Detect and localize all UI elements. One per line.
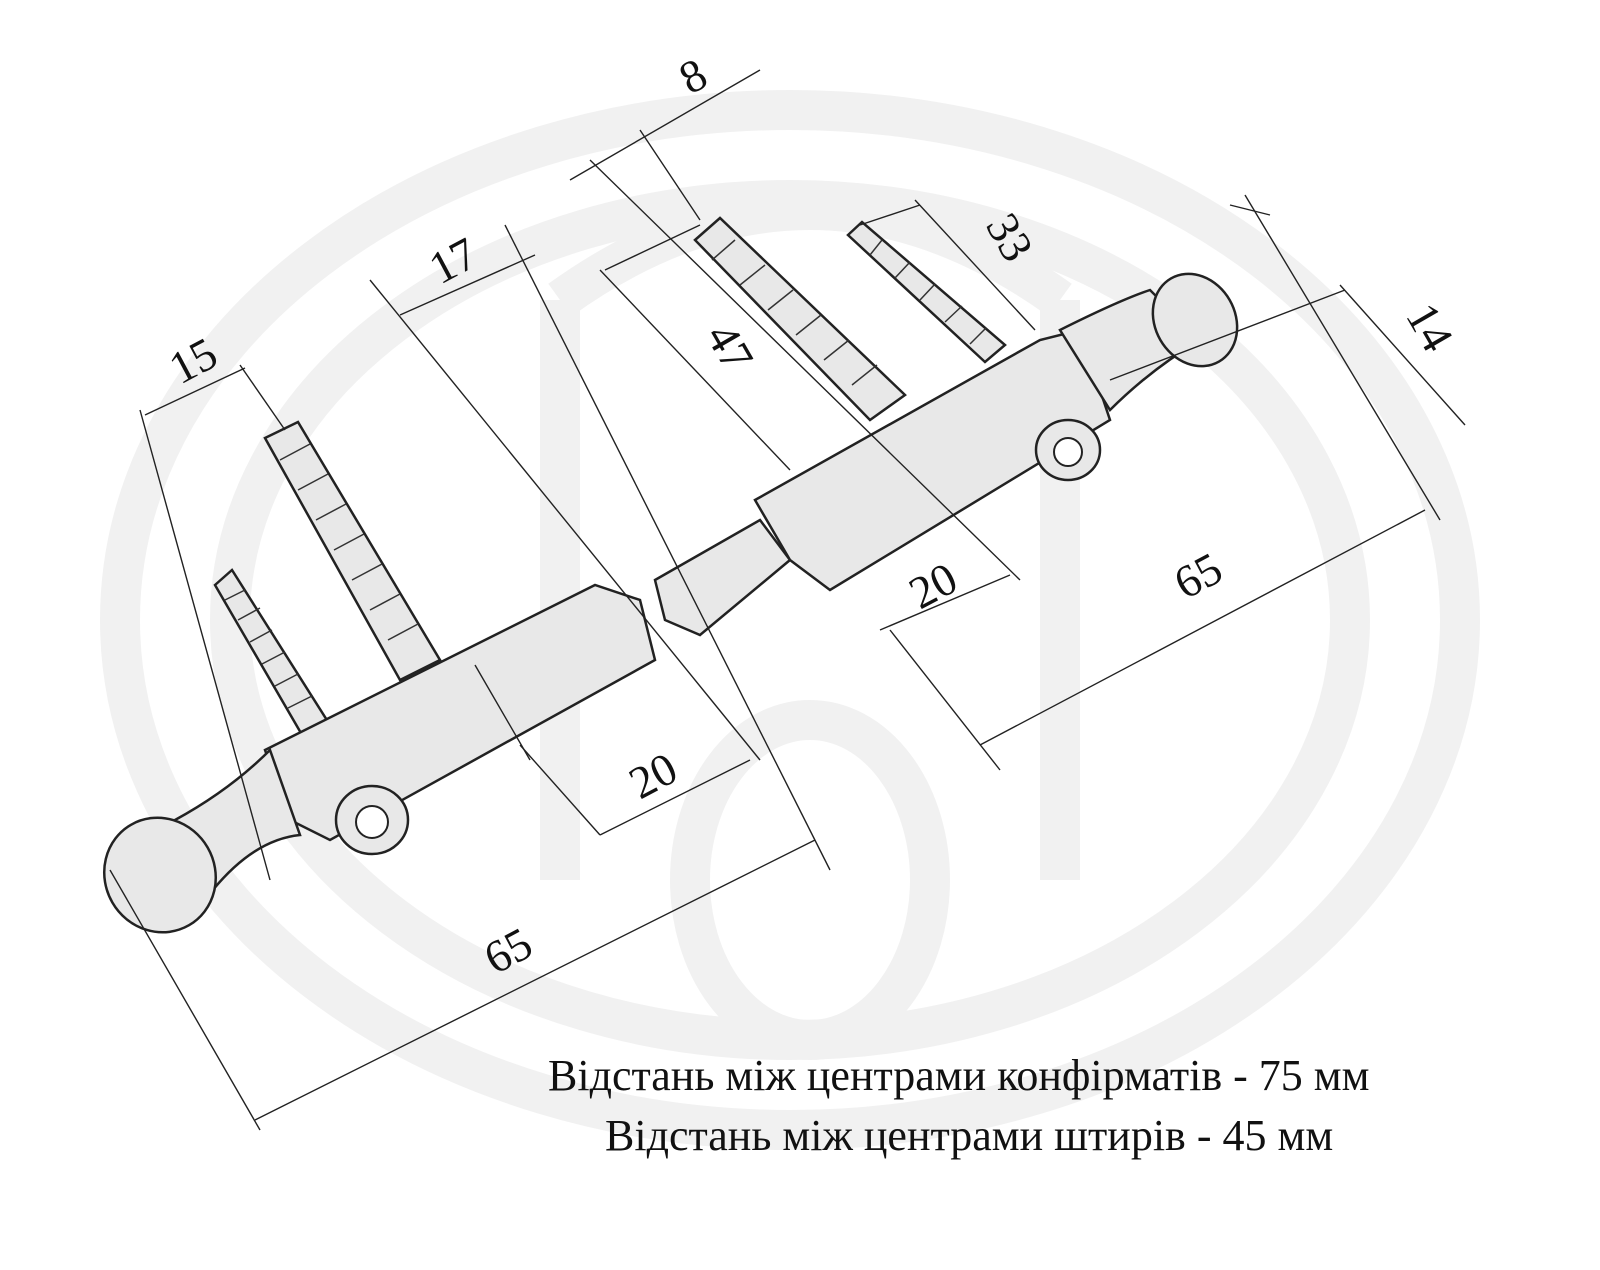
caption-pin-spacing: Відстань між центрами штирів - 45 мм <box>605 1111 1334 1160</box>
dim-right-threaded-rod: 47 <box>696 315 763 380</box>
left-hinge-knob <box>102 816 218 934</box>
right-hinge-pin <box>653 518 792 637</box>
right-threaded-rod <box>693 216 907 422</box>
left-hinge <box>102 420 657 934</box>
right-hinge-body <box>753 328 1112 592</box>
right-hinge <box>653 216 1239 637</box>
dim-right-total: 65 <box>1166 542 1231 609</box>
caption-confirmat-spacing: Відстань між центрами конфірматів - 75 м… <box>548 1051 1370 1100</box>
right-wood-screw <box>846 220 1007 364</box>
dimension-lines <box>109 69 1466 1131</box>
dim-left-sleeve: 20 <box>621 742 686 809</box>
dim-right-pin-diameter: 8 <box>671 48 715 104</box>
dim-right-sleeve: 20 <box>901 552 966 619</box>
right-hinge-knob <box>1151 272 1239 368</box>
left-threaded-rod <box>263 420 442 682</box>
dim-right-knob: 14 <box>1396 295 1463 360</box>
watermark-emblem <box>100 90 1480 1150</box>
